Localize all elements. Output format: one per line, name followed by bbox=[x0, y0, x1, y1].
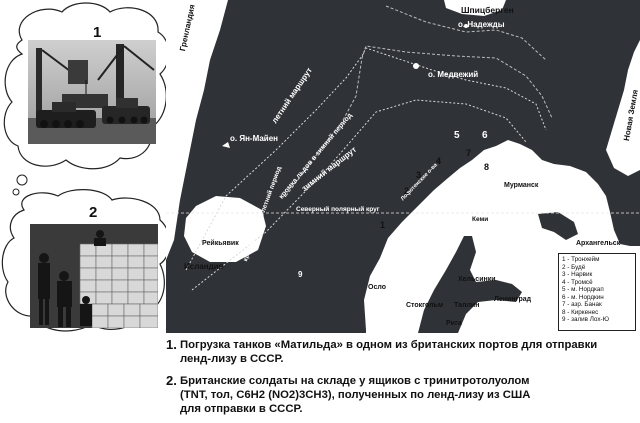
jan-mayen bbox=[222, 142, 230, 148]
cloud-bubble bbox=[16, 174, 28, 186]
label-medvezhiy: о. Медвежий bbox=[428, 70, 479, 79]
caption-number-1: 1. bbox=[166, 337, 177, 352]
caption-2-line: Британские солдаты на складе у ящиков с … bbox=[180, 375, 530, 387]
label-num-2: 2 bbox=[404, 186, 410, 196]
label-num-8: 8 bbox=[484, 162, 490, 172]
winter-route-line bbox=[191, 99, 527, 291]
label-nadezhdy: о. Надежды bbox=[458, 20, 505, 29]
label-arctic-circle: Северный полярный круг bbox=[296, 206, 380, 213]
baltic-sea bbox=[418, 236, 522, 333]
ice-edge-summer bbox=[385, 5, 547, 61]
label-num-5: 5 bbox=[454, 130, 460, 141]
label-num-7: 7 bbox=[466, 148, 472, 158]
caption-1-line: ленд-лизу в СССР. bbox=[180, 353, 284, 365]
label-iceland: Исландия bbox=[184, 262, 224, 271]
legend-item: 9 - залив Лох-Ю bbox=[562, 316, 609, 323]
legend-item: 3 - Нарвик bbox=[562, 271, 593, 278]
label-leningrad: Ленинград bbox=[494, 296, 532, 303]
photo-tank-loading bbox=[28, 40, 156, 144]
photo-number-2: 2 bbox=[89, 204, 98, 221]
caption-1-line: Погрузка танков «Матильда» в одном из бр… bbox=[180, 339, 598, 351]
legend-item: 1 - Тронхейм bbox=[562, 256, 600, 263]
label-riga: Рига bbox=[446, 320, 462, 327]
iceland-land bbox=[184, 196, 266, 262]
summer-route-line bbox=[185, 47, 547, 271]
label-helsinki: Хельсинки bbox=[458, 276, 496, 283]
legend-item: 7 - азр. Банак bbox=[562, 301, 602, 308]
label-stockholm: Стокгольм bbox=[406, 302, 444, 309]
label-kemi: Кеми bbox=[472, 216, 489, 223]
legend-item: 6 - м. Нордкин bbox=[562, 293, 604, 301]
caption-number-2: 2. bbox=[166, 373, 177, 388]
label-oslo: Осло bbox=[368, 284, 386, 291]
cloud-bubble bbox=[12, 188, 20, 196]
label-num-6: 6 bbox=[482, 130, 488, 141]
photo-number-1: 1 bbox=[93, 24, 102, 41]
hope-island bbox=[464, 24, 468, 28]
white-sea bbox=[538, 212, 578, 240]
label-tallinn: Таллин bbox=[454, 302, 480, 309]
label-yan-mayen: о. Ян-Майен bbox=[230, 134, 278, 143]
caption-2: Британские солдаты на складе у ящиков с … bbox=[180, 374, 530, 416]
spitsbergen-land bbox=[444, 0, 506, 16]
label-murmansk: Мурманск bbox=[504, 182, 539, 189]
caption-2-line: для отправки в СССР. bbox=[180, 403, 303, 415]
ice-edge-winter bbox=[285, 45, 553, 197]
legend-item: 5 - м. Нордкап bbox=[562, 286, 604, 293]
label-num-4: 4 bbox=[436, 156, 442, 166]
label-num-9: 9 bbox=[298, 270, 303, 279]
label-num-1: 1 bbox=[380, 220, 386, 230]
arctic-convoy-map: Шпицберген о. Надежды о. Медвежий о. Ян-… bbox=[166, 0, 640, 333]
legend-item: 2 - Будё bbox=[562, 263, 586, 271]
map-legend: 1 - Тронхейм 2 - Будё 3 - Нарвик 4 - Тро… bbox=[558, 253, 636, 331]
caption-1: Погрузка танков «Матильда» в одном из бр… bbox=[180, 338, 597, 366]
greenland-land bbox=[166, 0, 228, 260]
label-arkhangelsk: Архангельск bbox=[576, 240, 621, 247]
photo-warehouse-boxes bbox=[30, 224, 158, 328]
novaya-zemlya-land bbox=[606, 40, 640, 176]
legend-item: 4 - Тромсё bbox=[562, 278, 593, 286]
legend-item: 8 - Киркенес bbox=[562, 308, 599, 316]
bear-island bbox=[413, 63, 419, 69]
label-num-3: 3 bbox=[416, 170, 422, 180]
caption-2-line: (TNT, тол, C6H2 (NO2)3CH3), полученных п… bbox=[180, 389, 531, 401]
label-reykjavik: Рейкьявик bbox=[202, 240, 239, 247]
label-spitsbergen: Шпицберген bbox=[461, 5, 514, 15]
